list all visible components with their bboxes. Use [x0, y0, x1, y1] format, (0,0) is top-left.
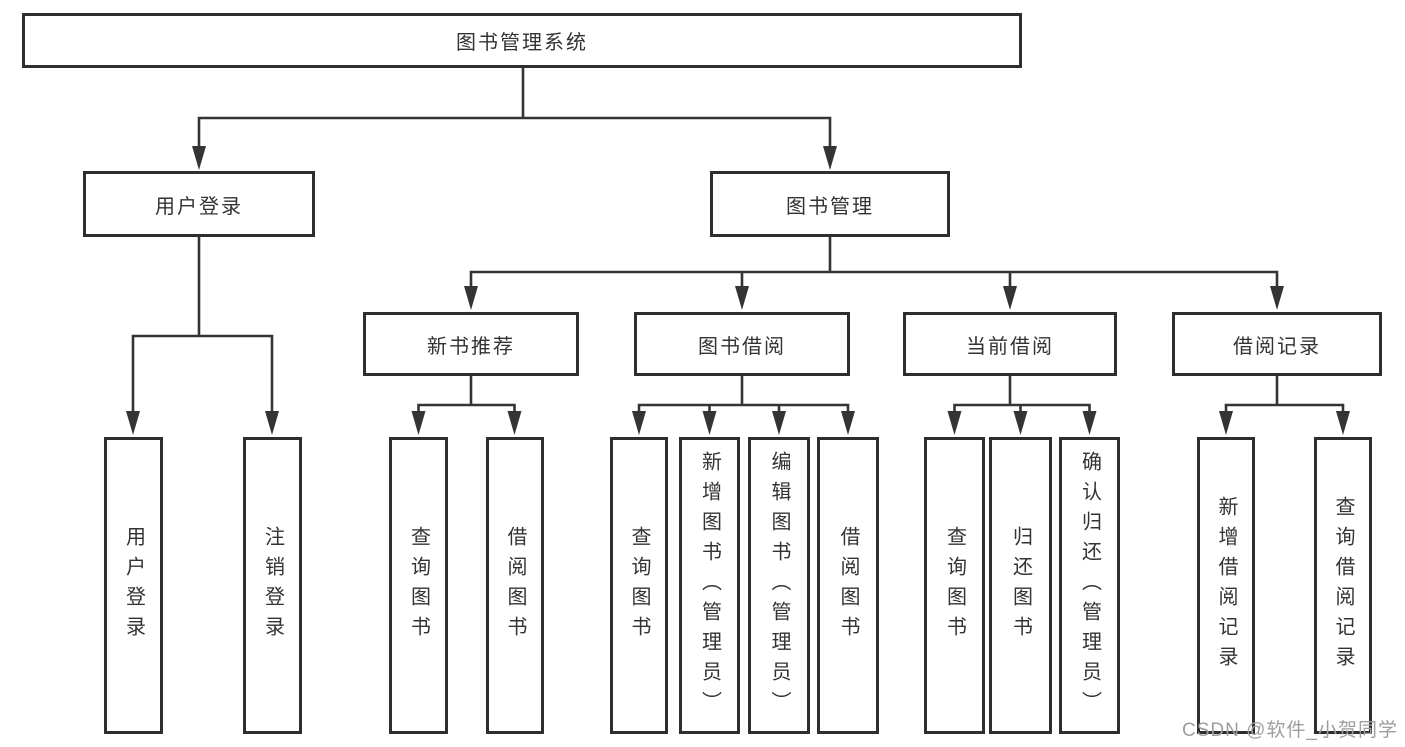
- arrowhead-icon: [735, 286, 749, 310]
- node-user-login-leaf: 用户登录: [104, 437, 163, 734]
- node-add-books-admin: 新增图书（管理员）: [679, 437, 740, 734]
- node-book-management: 图书管理: [710, 171, 950, 237]
- arrowhead-icon: [1336, 411, 1350, 435]
- arrowhead-icon: [265, 411, 279, 435]
- node-return-books: 归还图书: [989, 437, 1052, 734]
- node-book-borrow: 图书借阅: [634, 312, 850, 376]
- connector-new-recommend-children: [411, 374, 522, 435]
- connector-line: [1224, 374, 1345, 416]
- arrowhead-icon: [1003, 286, 1017, 310]
- node-borrow-books-recommend: 借阅图书: [486, 437, 544, 734]
- node-library-system: 图书管理系统: [22, 13, 1022, 68]
- node-borrow-records: 借阅记录: [1172, 312, 1382, 376]
- node-logout-leaf: 注销登录: [243, 437, 302, 734]
- arrowhead-icon: [411, 411, 426, 435]
- connector-book-borrow-children: [632, 374, 855, 435]
- arrowhead-icon: [1219, 411, 1233, 435]
- arrowhead-icon: [1082, 411, 1097, 435]
- arrowhead-icon: [823, 146, 837, 170]
- node-query-books-borrow: 查询图书: [610, 437, 668, 734]
- arrowhead-icon: [947, 411, 962, 435]
- node-borrow-books-leaf: 借阅图书: [817, 437, 879, 734]
- connector-user-login-children: [126, 235, 279, 435]
- arrowhead-icon: [507, 411, 522, 435]
- arrowhead-icon: [126, 411, 140, 435]
- node-confirm-return-admin: 确认归还（管理员）: [1059, 437, 1120, 734]
- connector-book-mgmt-children: [464, 235, 1284, 310]
- node-current-borrow: 当前借阅: [903, 312, 1117, 376]
- node-user-login: 用户登录: [83, 171, 315, 237]
- connector-current-borrow-children: [947, 374, 1097, 435]
- arrowhead-icon: [1270, 286, 1284, 310]
- connector-line: [953, 374, 1091, 416]
- arrowhead-icon: [772, 411, 786, 435]
- arrowhead-icon: [841, 411, 855, 435]
- arrowhead-icon: [192, 146, 206, 170]
- connector-line: [131, 235, 274, 415]
- node-query-books-current: 查询图书: [924, 437, 985, 734]
- connector-line: [197, 66, 832, 150]
- node-query-borrow-record: 查询借阅记录: [1314, 437, 1372, 734]
- connector-borrow-records-children: [1219, 374, 1350, 435]
- connector-root-to-level2: [192, 66, 837, 170]
- arrowhead-icon: [1013, 411, 1028, 435]
- connector-line: [637, 374, 850, 416]
- node-query-books-recommend: 查询图书: [389, 437, 448, 734]
- node-add-borrow-record: 新增借阅记录: [1197, 437, 1255, 734]
- node-edit-books-admin: 编辑图书（管理员）: [748, 437, 810, 734]
- arrowhead-icon: [702, 411, 717, 435]
- arrowhead-icon: [464, 286, 478, 310]
- connector-line: [469, 235, 1279, 292]
- connector-line: [417, 374, 516, 416]
- watermark: CSDN @软件_小贺同学: [1182, 720, 1398, 741]
- node-new-book-recommend: 新书推荐: [363, 312, 579, 376]
- arrowhead-icon: [632, 411, 646, 435]
